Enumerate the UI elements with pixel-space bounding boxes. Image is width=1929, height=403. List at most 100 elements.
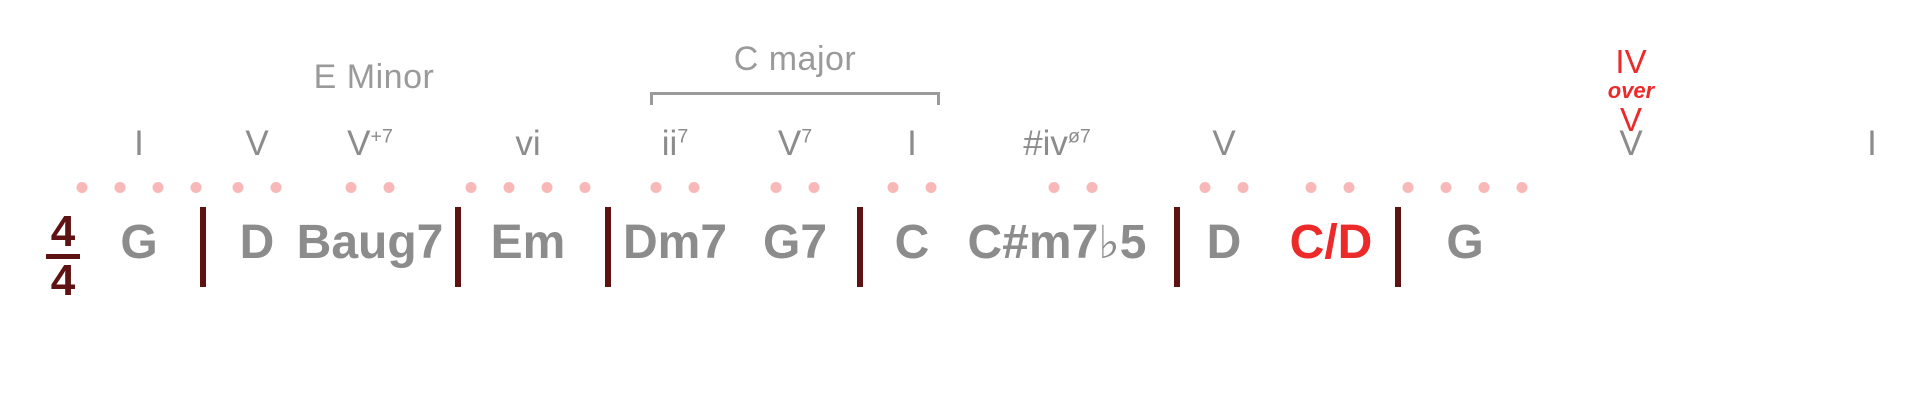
chord-symbol[interactable]: C bbox=[895, 215, 930, 270]
roman-numeral-figure: +7 bbox=[370, 125, 393, 148]
roman-numeral: V bbox=[1619, 124, 1642, 164]
chord-symbol-text: Dm7 bbox=[622, 216, 728, 269]
beat-dot bbox=[114, 182, 126, 193]
beat-dot-group bbox=[1305, 182, 1355, 193]
roman-numeral-base: I bbox=[1867, 124, 1877, 163]
chord-symbol[interactable]: G bbox=[1446, 215, 1483, 270]
beat-dot bbox=[925, 182, 937, 193]
roman-numeral: V bbox=[1212, 124, 1235, 164]
beat-dot bbox=[579, 182, 591, 193]
beat-dot bbox=[1237, 182, 1249, 193]
roman-numeral-base: V bbox=[347, 124, 371, 163]
beat-dot bbox=[190, 182, 202, 193]
time-signature-numerator: 4 bbox=[50, 207, 76, 256]
beat-dot-group bbox=[1048, 182, 1098, 193]
flat-sign-icon: ♭ bbox=[1098, 217, 1120, 268]
roman-numeral-base: #iv bbox=[1023, 124, 1068, 163]
beat-dot bbox=[1440, 182, 1452, 193]
roman-numeral-figure: 7 bbox=[677, 125, 689, 148]
time-signature-denominator: 4 bbox=[50, 256, 76, 306]
time-signature-divider bbox=[46, 254, 80, 260]
roman-numeral-base: I bbox=[907, 124, 917, 163]
roman-numeral: ii7 bbox=[662, 124, 688, 164]
beat-dot bbox=[232, 182, 244, 193]
chord-symbol-text: G7 bbox=[762, 216, 828, 269]
beat-dot-group bbox=[650, 182, 700, 193]
roman-numeral: V+7 bbox=[347, 124, 393, 164]
roman-numeral-base: V bbox=[777, 124, 802, 163]
beat-dot bbox=[76, 182, 88, 193]
chord-symbol-alteration: 5 bbox=[1119, 216, 1147, 269]
roman-numeral-base: I bbox=[134, 124, 144, 163]
roman-numeral-figure: 7 bbox=[801, 125, 813, 148]
roman-numeral-figure: ø7 bbox=[1067, 125, 1091, 148]
chord-symbol-text: Baug7 bbox=[296, 216, 444, 269]
roman-numeral-base: V bbox=[1619, 124, 1643, 163]
annotation-separator-word: over bbox=[1607, 78, 1655, 103]
chord-symbol[interactable]: Dm7 bbox=[623, 215, 727, 270]
beat-dot bbox=[1086, 182, 1098, 193]
chord-symbol-text: Em bbox=[490, 216, 566, 269]
beat-dot-group bbox=[345, 182, 395, 193]
barline bbox=[200, 207, 206, 287]
beat-dot bbox=[541, 182, 553, 193]
chord-symbol[interactable]: G bbox=[120, 215, 157, 270]
beat-dot bbox=[887, 182, 899, 193]
barline bbox=[605, 207, 611, 287]
chord-symbol-text: G bbox=[1446, 216, 1484, 269]
beat-dot-group bbox=[232, 182, 282, 193]
beat-dot bbox=[1048, 182, 1060, 193]
roman-numeral: V bbox=[245, 124, 268, 164]
key-area-label: E Minor bbox=[313, 58, 435, 96]
key-area-bracket bbox=[650, 92, 940, 105]
chord-symbol[interactable]: D bbox=[240, 215, 275, 270]
chord-symbol[interactable]: Baug7 bbox=[297, 215, 444, 270]
chord-symbol[interactable]: C#m7♭5 bbox=[968, 215, 1147, 270]
barline bbox=[857, 207, 863, 287]
roman-numeral-base: V bbox=[1212, 124, 1236, 163]
beat-dot-group bbox=[770, 182, 820, 193]
barline bbox=[1395, 207, 1401, 287]
chord-symbol-text: C bbox=[894, 216, 930, 269]
roman-numeral-base: vi bbox=[515, 124, 541, 163]
beat-dot bbox=[1478, 182, 1490, 193]
beat-dot bbox=[1343, 182, 1355, 193]
chord-symbol[interactable]: G7 bbox=[763, 215, 827, 270]
beat-dot bbox=[770, 182, 782, 193]
chord-symbol-text: G bbox=[120, 216, 158, 269]
beat-dot bbox=[808, 182, 820, 193]
beat-dot bbox=[1402, 182, 1414, 193]
chord-symbol[interactable]: D bbox=[1207, 215, 1242, 270]
beat-dot bbox=[383, 182, 395, 193]
chord-symbol-text: D bbox=[239, 216, 275, 269]
beat-dot bbox=[650, 182, 662, 193]
annotation-denominator: V bbox=[1619, 101, 1643, 138]
roman-numeral: I bbox=[907, 124, 917, 164]
beat-dot bbox=[465, 182, 477, 193]
beat-dot bbox=[270, 182, 282, 193]
beat-dot bbox=[345, 182, 357, 193]
chord-symbol-text: C/D bbox=[1289, 216, 1373, 269]
annotation-numerator: IV bbox=[1615, 43, 1647, 80]
roman-numeral: V7 bbox=[778, 124, 812, 164]
roman-numeral: vi bbox=[515, 124, 540, 164]
beat-dot bbox=[1516, 182, 1528, 193]
beat-dot bbox=[1199, 182, 1211, 193]
beat-dot-group bbox=[1199, 182, 1249, 193]
beat-dot-group bbox=[1402, 182, 1528, 193]
beat-dot bbox=[688, 182, 700, 193]
beat-dot bbox=[152, 182, 164, 193]
roman-numeral-base: V bbox=[245, 124, 269, 163]
roman-numeral: I bbox=[134, 124, 144, 164]
beat-dot-group bbox=[465, 182, 591, 193]
key-area-label: C major bbox=[733, 40, 857, 78]
beat-dot-group bbox=[76, 182, 202, 193]
roman-numeral: I bbox=[1867, 124, 1877, 164]
roman-numeral-base: ii bbox=[661, 124, 678, 163]
chord-symbol[interactable]: C/D bbox=[1290, 215, 1373, 270]
chord-symbol-text: D bbox=[1206, 216, 1242, 269]
roman-numeral: #ivø7 bbox=[1023, 124, 1091, 164]
barline bbox=[1174, 207, 1180, 287]
chord-symbol[interactable]: Em bbox=[491, 215, 566, 270]
